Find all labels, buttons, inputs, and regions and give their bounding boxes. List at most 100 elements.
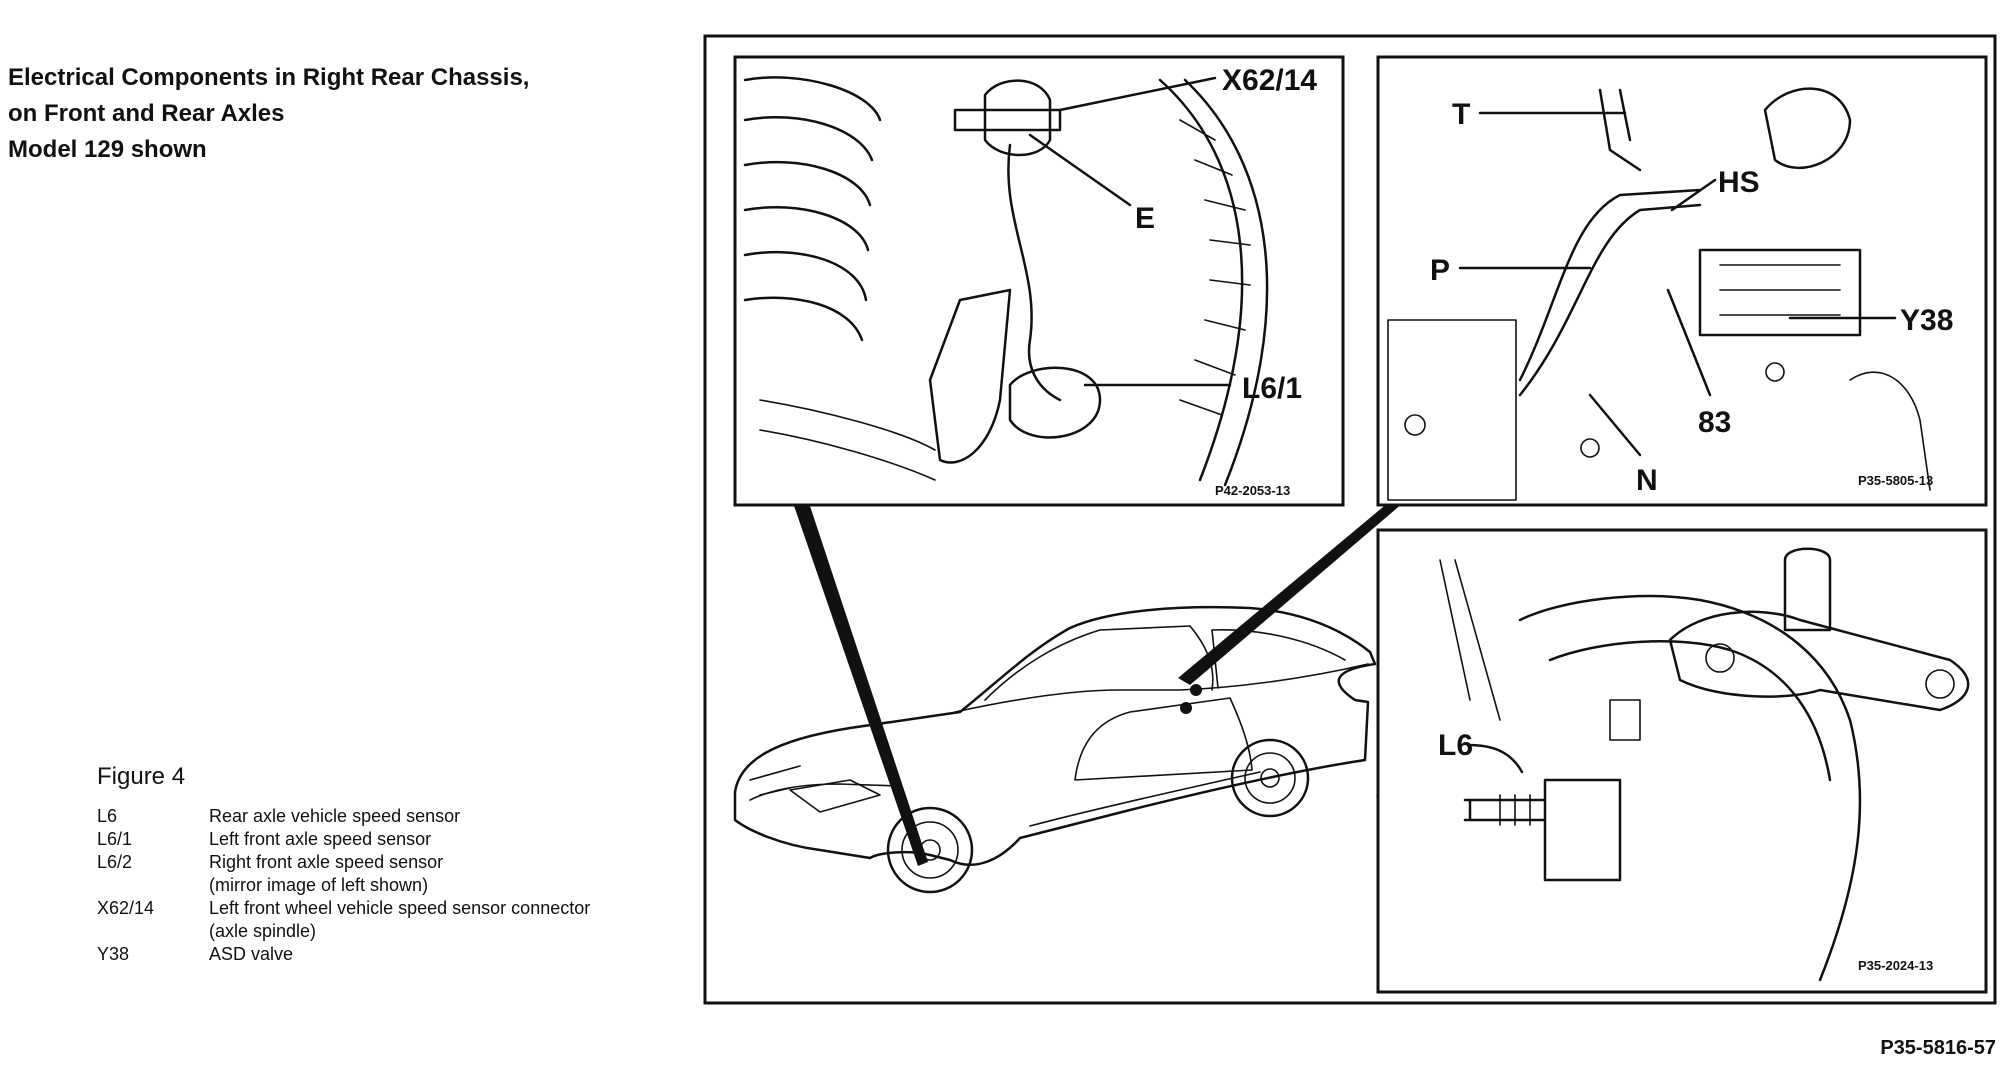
leader-l6	[1466, 743, 1524, 774]
callout-83: 83	[1698, 406, 1731, 439]
callout-x62-14: X62/14	[1222, 64, 1317, 97]
inset-rear-axle-ref: P35-2024-13	[1858, 958, 1933, 973]
inset-rear-axle-frame	[1376, 528, 1988, 994]
bolt-n	[1580, 438, 1600, 458]
sensor-l6-body	[1543, 778, 1622, 882]
spline-teeth	[1609, 699, 1641, 741]
pointer-front-wheel	[792, 500, 928, 866]
legend-item-x62-14: X62/14 Left front wheel vehicle speed se…	[97, 897, 590, 920]
title-line-2: on Front and Rear Axles	[8, 100, 285, 127]
asd-valve-detail	[1719, 264, 1841, 316]
legend-item-y38: Y38 ASD valve	[97, 943, 590, 966]
car-illustration	[733, 605, 1377, 894]
connector-bracket	[953, 108, 1062, 132]
legend-description: Rear axle vehicle speed sensor	[209, 806, 461, 826]
inset-front-axle-ref: P42-2053-13	[1215, 483, 1290, 498]
legend-subtext: (axle spindle)	[209, 921, 317, 941]
car-door	[1074, 697, 1253, 781]
callout-hs: HS	[1718, 166, 1760, 199]
title-line-1: Electrical Components in Right Rear Chas…	[8, 64, 530, 91]
car-headlight	[749, 765, 801, 796]
leader-e	[1028, 133, 1132, 207]
car-rear-wheel-rim	[1244, 752, 1296, 804]
legend-code: L6/1	[97, 829, 133, 849]
callout-e: E	[1135, 202, 1155, 235]
suspension-arm	[1668, 610, 1970, 712]
arm-bushing	[1925, 669, 1955, 699]
coil-spring	[743, 76, 882, 342]
car-side-window	[1211, 628, 1346, 689]
legend-description: Right front axle speed sensor	[209, 852, 444, 872]
car-grille	[789, 779, 881, 813]
sensor-cable	[1007, 143, 1062, 402]
car-beltline	[954, 663, 1369, 713]
callout-y38: Y38	[1900, 304, 1953, 337]
leader-hs	[1670, 178, 1717, 212]
line-t	[1598, 88, 1642, 172]
car-sill	[1029, 771, 1261, 827]
car-windshield	[984, 625, 1214, 701]
car-front-wheel	[886, 806, 974, 894]
inset-front-axle: X62/14 E L6/1 P42-2053-13	[733, 55, 1345, 507]
diagram-title: Electrical Components in Right Rear Chas…	[8, 60, 529, 168]
bolt-83	[1765, 362, 1785, 382]
car-front-wheel-rim	[901, 821, 959, 879]
legend-code: Y38	[97, 944, 130, 964]
inset-rear-axle: L6 P35-2024-13	[1376, 528, 1988, 994]
legend-item-l6-2: L6/2 Right front axle speed sensor	[97, 851, 590, 874]
leader-83	[1666, 288, 1712, 397]
main-figure-ref: P35-5816-57	[1880, 1037, 1996, 1059]
brake-disc-vents	[1179, 119, 1251, 416]
arm-bushing-inner	[1705, 643, 1735, 673]
legend-subtext: (mirror image of left shown)	[209, 875, 429, 895]
steering-knuckle	[928, 288, 1012, 464]
control-arm	[759, 399, 936, 481]
callout-p: P	[1430, 254, 1450, 287]
sensor-l6-1-mount	[1008, 366, 1102, 439]
callout-l6-1: L6/1	[1242, 372, 1302, 405]
legend-item-l6-1: L6/1 Left front axle speed sensor	[97, 828, 590, 851]
figure-legend: L6 Rear axle vehicle speed sensor L6/1 L…	[97, 805, 590, 966]
legend-item-l6: L6 Rear axle vehicle speed sensor	[97, 805, 590, 828]
car-front-wheel-hub	[919, 839, 941, 861]
car-rear-wheel-hub	[1260, 768, 1280, 788]
asd-valve-y38	[1698, 248, 1862, 337]
chassis-screw	[1404, 414, 1426, 436]
leader-x62-14	[1058, 76, 1217, 112]
inset-rear-chassis-frame	[1376, 55, 1988, 507]
hydraulic-line-p	[1518, 188, 1702, 382]
sensor-l6-thread	[1499, 794, 1531, 826]
brake-disc-edge	[1158, 78, 1269, 487]
car-front-bumper-line	[749, 783, 901, 801]
callout-t: T	[1452, 98, 1470, 131]
location-dot-axle	[1180, 702, 1192, 714]
spindle-stud	[1783, 547, 1832, 632]
figure-heading: Figure 4	[97, 763, 186, 790]
legend-code: X62/14	[97, 898, 155, 918]
leader-n	[1588, 393, 1642, 457]
inset-rear-chassis-ref: P35-5805-13	[1858, 473, 1933, 488]
connector-x62-14	[983, 79, 1052, 157]
legend-description: Left front axle speed sensor	[209, 829, 432, 849]
hydraulic-line-n	[1518, 203, 1702, 397]
legend-code: L6/2	[97, 852, 133, 872]
sensor-l6-cable	[1463, 798, 1547, 822]
axle-housing-outer	[1518, 594, 1862, 982]
inset-rear-chassis: T HS P Y38 83 N P35-5805-13	[1376, 55, 1988, 507]
location-dot-chassis	[1190, 684, 1202, 696]
legend-description: ASD valve	[209, 944, 294, 964]
title-line-3: Model 129 shown	[8, 136, 207, 163]
callout-l6: L6	[1438, 729, 1473, 762]
pointer-rear-chassis	[1178, 497, 1410, 685]
legend-code: L6	[97, 806, 118, 826]
callout-n: N	[1636, 464, 1658, 497]
pressure-reservoir	[1763, 87, 1852, 170]
car-rear-wheel	[1230, 738, 1310, 818]
car-body-outline	[733, 605, 1377, 866]
mount-bracket	[1849, 371, 1931, 491]
axle-housing-inner	[1548, 640, 1832, 782]
frame-edge	[1439, 559, 1501, 721]
chassis-panel	[1387, 319, 1517, 501]
legend-description: Left front wheel vehicle speed sensor co…	[209, 898, 591, 918]
